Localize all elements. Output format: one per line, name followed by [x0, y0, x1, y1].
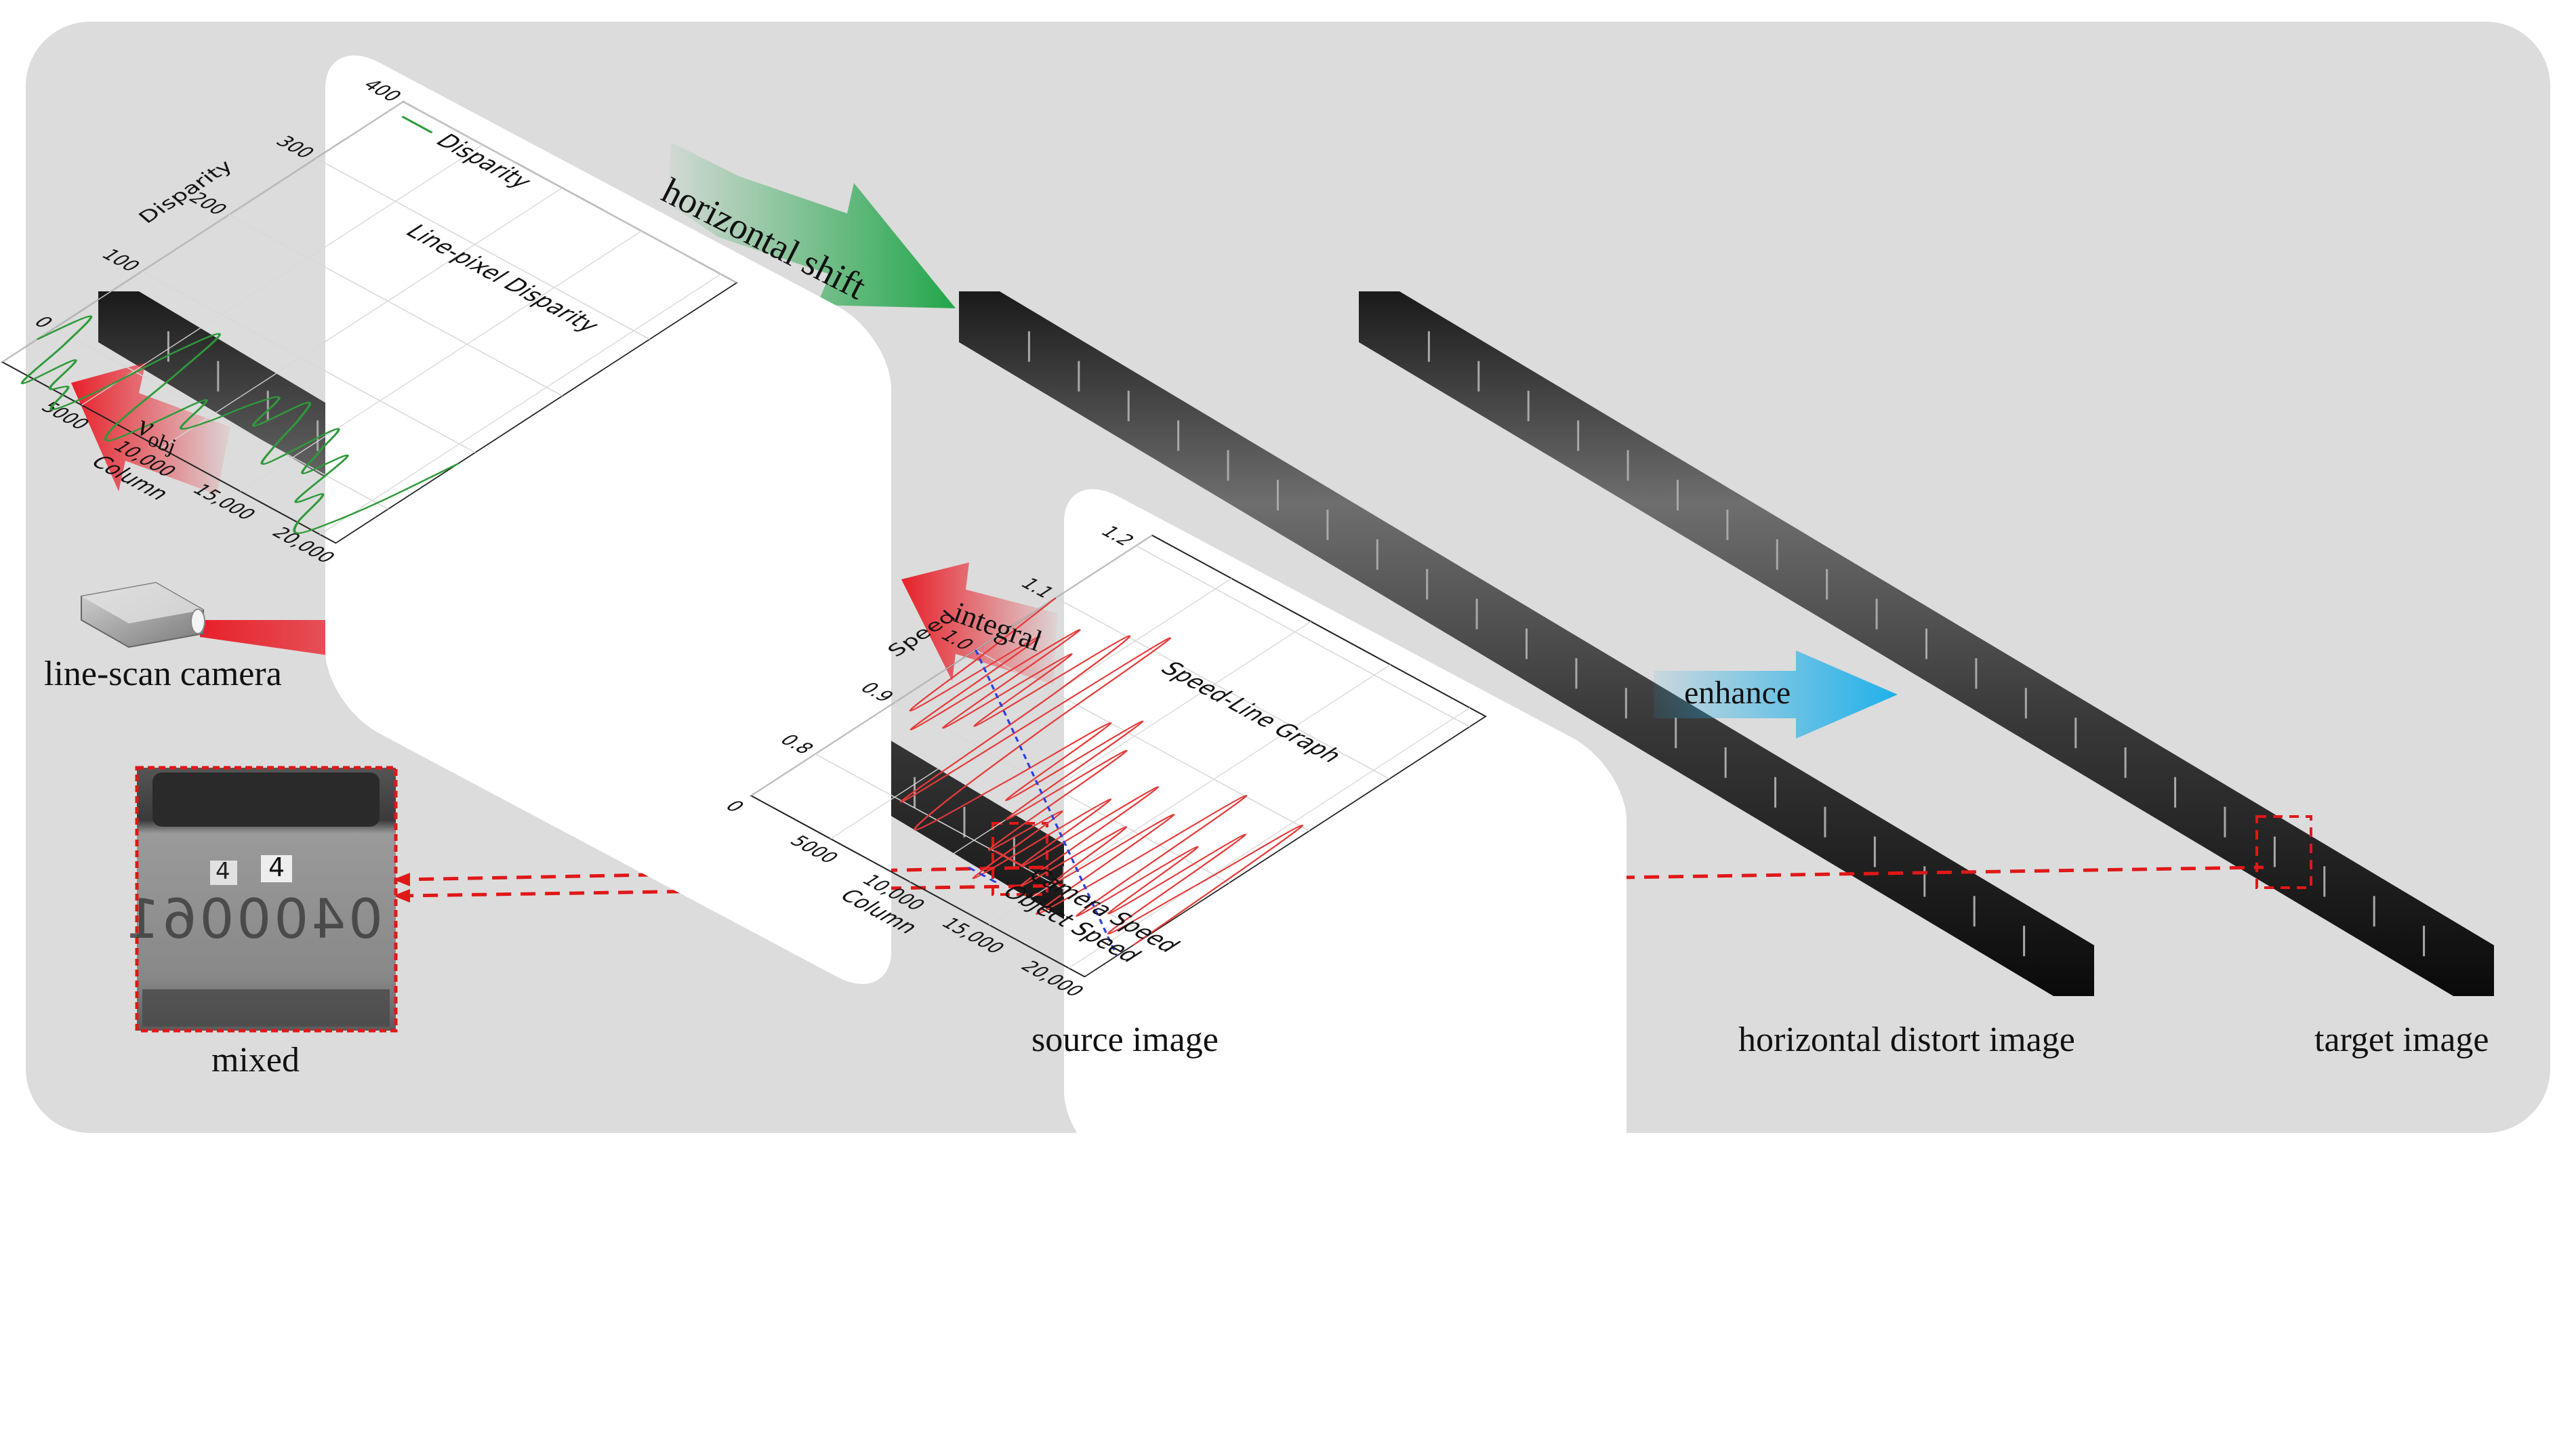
source-image-label: source image [1031, 1020, 1219, 1059]
grid-line-y [403, 101, 737, 283]
chart-title: Line-pixel Disparity [398, 221, 606, 336]
grid-line-y [141, 271, 476, 453]
line-scan-camera-label: line-scan camera [44, 655, 282, 693]
chart-legend: Disparity [401, 116, 539, 192]
horizontal-distort-image-label: horizontal distort image [1738, 1020, 2075, 1059]
chart-title: Speed-Line Graph [1154, 658, 1349, 766]
target-image-label: target image [2314, 1020, 2489, 1059]
series-line-object-speed [975, 649, 1118, 957]
legend-swatch [401, 116, 433, 133]
mixed-label: mixed [211, 1041, 300, 1079]
legend-swatch [967, 867, 1000, 884]
grid-line-x [240, 230, 642, 492]
grid-line-y [975, 649, 1310, 831]
grid-line-x [81, 144, 483, 406]
grid-line-x [750, 535, 1153, 796]
inset-badge-2: 4 [268, 852, 285, 882]
mixed-inset-image [135, 766, 398, 1033]
grid-line-y [1135, 545, 1471, 728]
grid-line-y [228, 214, 563, 396]
v-obj-arrow [71, 363, 230, 495]
legend-swatch [993, 850, 1025, 868]
grid-line-y [315, 158, 651, 340]
grid-line-y [1055, 597, 1390, 779]
enhance-arrow [1654, 651, 1898, 739]
grid-line-x [319, 274, 722, 535]
grid-line-x [830, 578, 1232, 840]
grid-line-x [1068, 707, 1471, 969]
grid-line-y [895, 701, 1230, 884]
disparity-chart: 0500010,00015,00020,0004003002001000Line… [0, 76, 738, 566]
figure-stage: 0500010,00015,00020,0004003002001000Line… [0, 22, 2550, 1133]
y-tick-label: 1.2 [1095, 522, 1140, 549]
enhance-label: enhance [1684, 675, 1791, 711]
grid-line-x [161, 187, 563, 449]
dashed-arrowheads [393, 873, 410, 903]
grid-line-x [909, 621, 1312, 882]
inset-plate-number: 0400061 [122, 888, 383, 951]
inset-badge-1: 4 [216, 858, 230, 885]
grid-line-y [54, 327, 389, 510]
horizontal-shift-arrow [668, 142, 956, 308]
series-line-camera-speed [899, 597, 1304, 946]
y-tick-label: 400 [358, 76, 407, 105]
legend-label: Disparity [429, 130, 539, 192]
highlight-boxes [991, 815, 2312, 896]
line-scan-camera-icon [81, 581, 205, 648]
grid-line-x [1, 101, 404, 363]
series-line-disparity [20, 315, 459, 535]
